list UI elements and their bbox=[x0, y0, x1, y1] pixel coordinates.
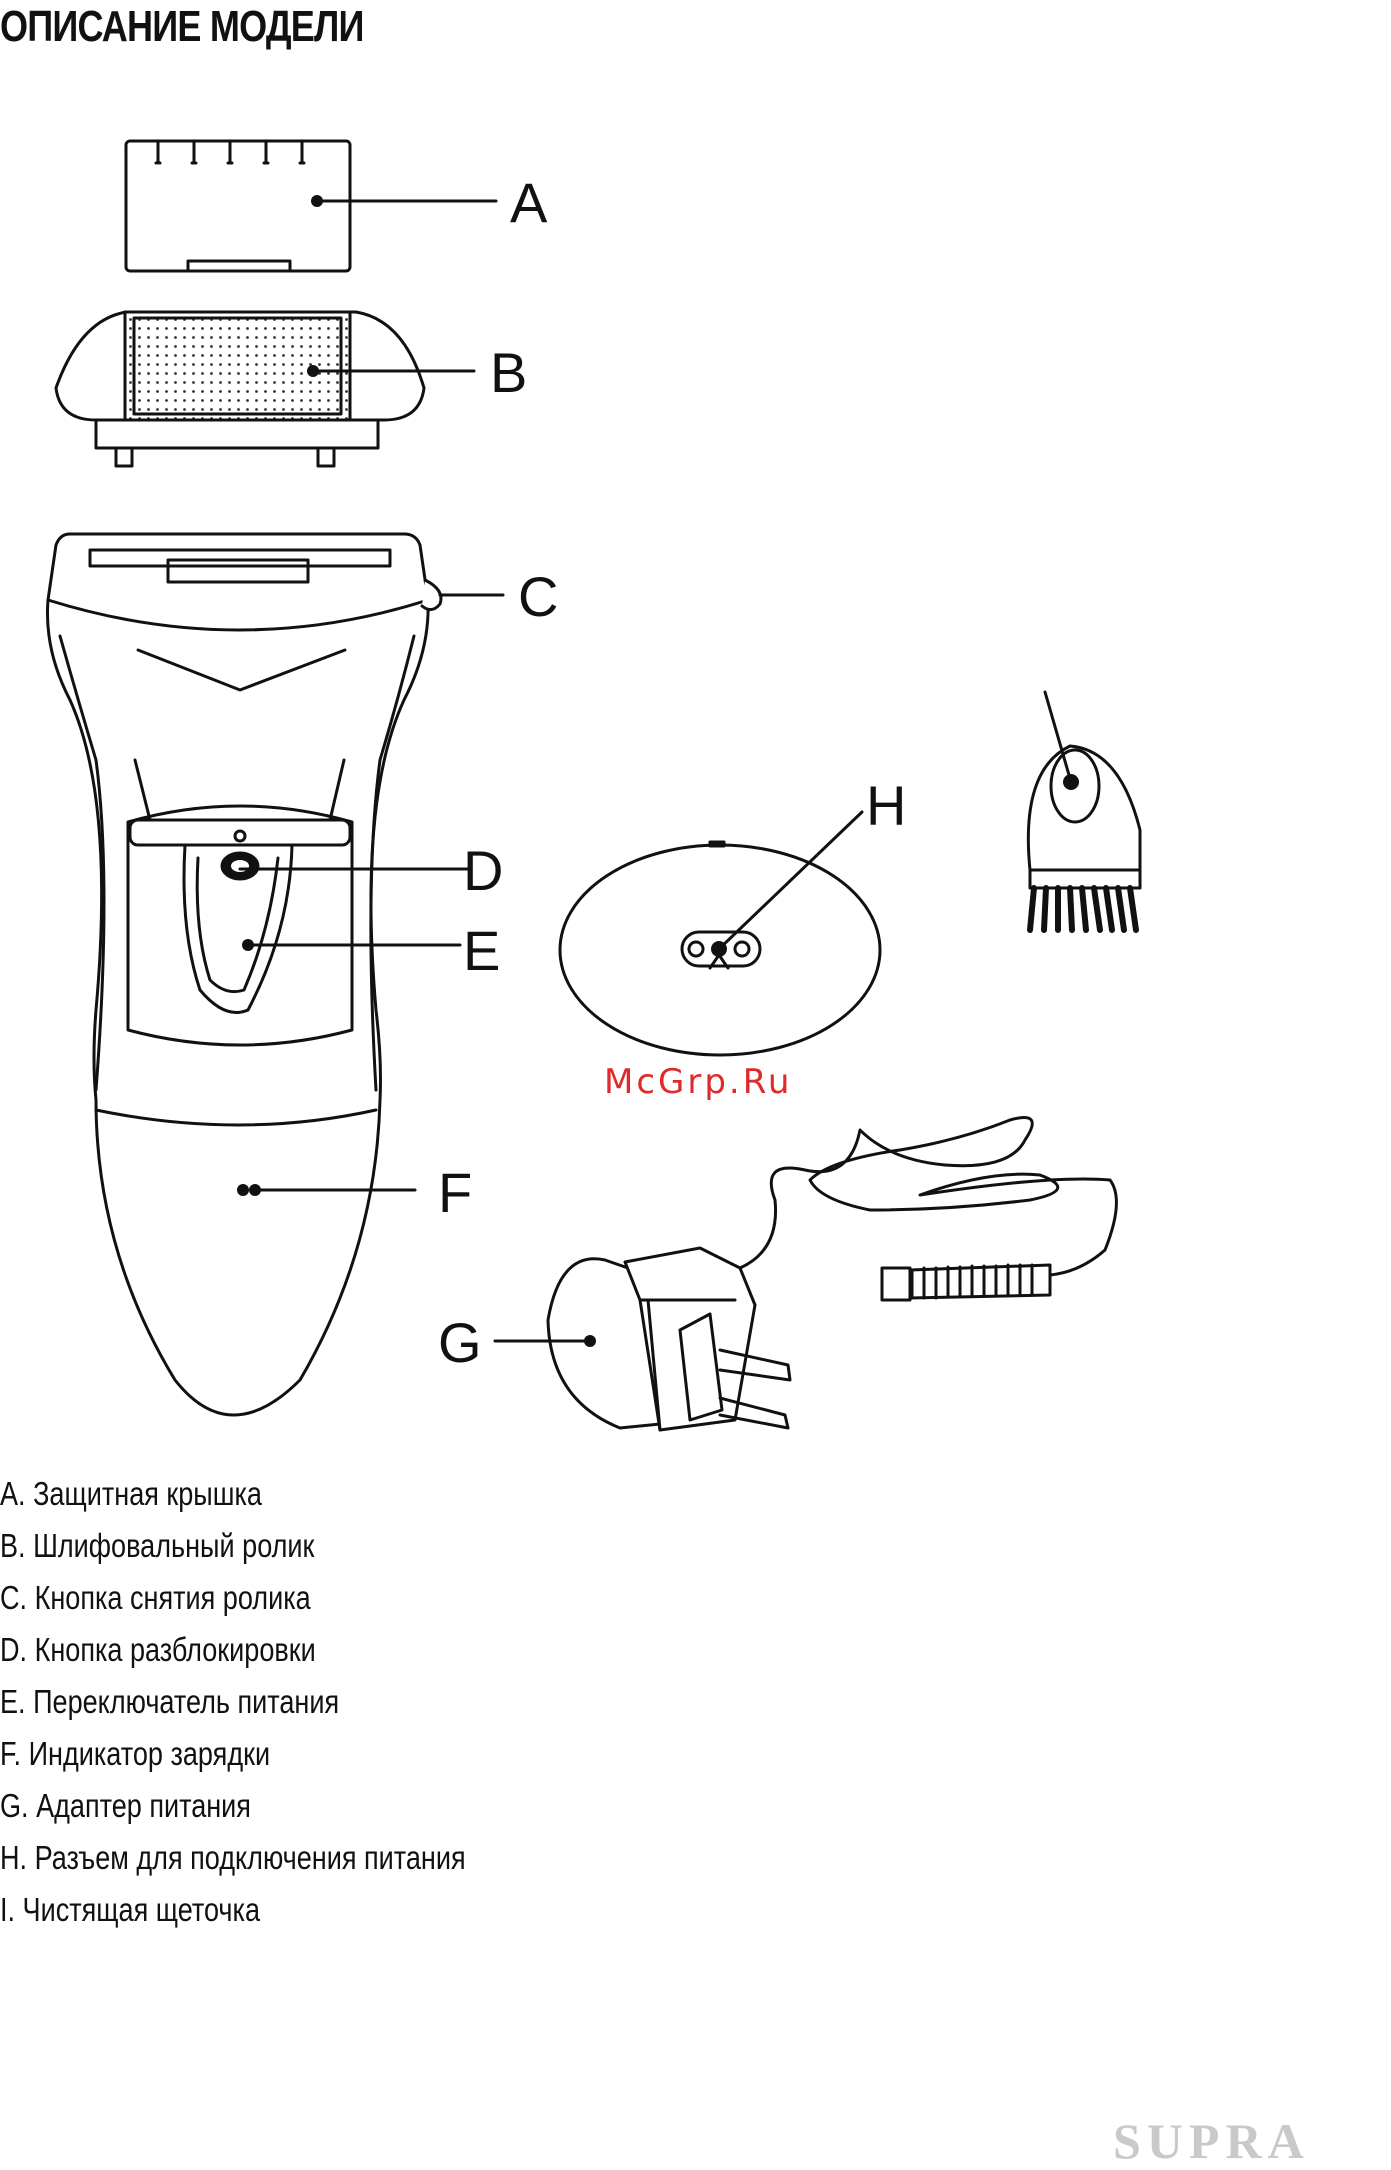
brand-logo: SUPRA bbox=[1113, 2112, 1310, 2170]
callout-g: G bbox=[438, 1311, 482, 1374]
callout-a: A bbox=[510, 171, 548, 234]
legend-item: C. Кнопка снятия ролика bbox=[0, 1572, 466, 1624]
cleaning-brush-drawing bbox=[1028, 692, 1140, 930]
parts-legend: A. Защитная крышка B. Шлифовальный ролик… bbox=[0, 1468, 568, 1936]
legend-item: B. Шлифовальный ролик bbox=[0, 1520, 466, 1572]
callout-f: F bbox=[438, 1161, 472, 1224]
watermark-text: McGrp.Ru bbox=[604, 1062, 792, 1102]
callout-b: B bbox=[490, 341, 527, 404]
legend-item: G. Адаптер питания bbox=[0, 1780, 466, 1832]
callout-e: E bbox=[463, 919, 500, 982]
callout-c: C bbox=[518, 565, 558, 628]
legend-item: I. Чистящая щеточка bbox=[0, 1884, 466, 1936]
callout-d: D bbox=[463, 839, 503, 902]
callout-h: H bbox=[866, 774, 906, 837]
power-adapter-drawing bbox=[548, 1118, 1116, 1431]
legend-item: H. Разъем для подключения питания bbox=[0, 1832, 466, 1884]
device-body-drawing bbox=[47, 534, 441, 1415]
legend-item: F. Индикатор зарядки bbox=[0, 1728, 466, 1780]
legend-item: E. Переключатель питания bbox=[0, 1676, 466, 1728]
sanding-roller-drawing bbox=[56, 312, 424, 466]
device-diagram: A B C D E F G H bbox=[0, 0, 1391, 1460]
legend-item: D. Кнопка разблокировки bbox=[0, 1624, 466, 1676]
legend-item: A. Защитная крышка bbox=[0, 1468, 466, 1520]
